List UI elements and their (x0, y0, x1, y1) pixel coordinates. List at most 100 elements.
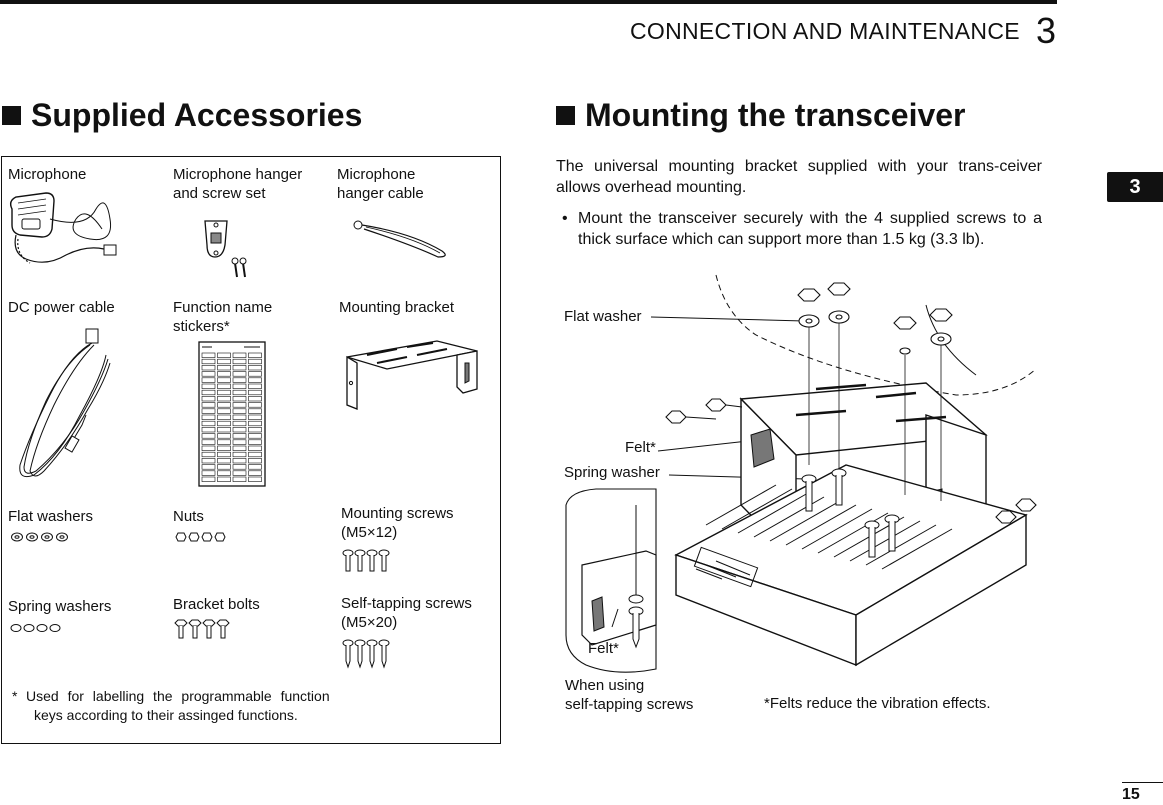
footnote-line2: keys according to their assinged functio… (34, 707, 298, 723)
mounting-screws-illustration (342, 549, 390, 572)
sticker-cell (248, 396, 262, 402)
sticker-cell (232, 433, 247, 439)
top-rule (0, 0, 1057, 4)
sticker-cell (201, 476, 216, 482)
spring-washer-callout: Spring washer (564, 464, 660, 481)
sticker-cell (201, 383, 216, 389)
sticker-cell (232, 377, 247, 383)
microphone-illustration (9, 192, 117, 264)
mounting-bullet: • Mount the transceiver securely with th… (556, 208, 1042, 250)
sticker-cell (248, 476, 262, 482)
sticker-cell (232, 402, 247, 408)
sticker-cell (248, 427, 262, 433)
sticker-cell (201, 420, 216, 427)
sticker-cell (201, 439, 216, 445)
tapping-screws-illustration (342, 639, 390, 669)
cooling-fin (769, 500, 841, 542)
sticker-cell (248, 445, 262, 451)
cooling-fin (705, 484, 777, 526)
mounting-bracket-illustration (346, 340, 478, 410)
sticker-cell (217, 402, 231, 408)
accessories-footnote: * Used for labelling the programmable fu… (12, 687, 376, 725)
sticker-cell (201, 470, 216, 476)
sticker-cell (232, 358, 247, 365)
sticker-cell (217, 383, 231, 389)
sticker-cell (232, 476, 247, 482)
sticker-cell (217, 414, 231, 420)
self-tapping-caption: When using self-tapping screws (565, 676, 693, 714)
dc-cable-label: DC power cable (8, 299, 115, 316)
sticker-cell (248, 352, 262, 358)
sticker-cell (201, 408, 216, 414)
sticker-cell (248, 420, 262, 427)
sticker-cell (248, 371, 262, 377)
mounting-title: Mounting the transceiver (585, 97, 966, 133)
spring-washers-illustration (10, 624, 61, 632)
sticker-cell (232, 470, 247, 476)
sticker-cell (217, 470, 231, 476)
bracket-label: Mounting bracket (339, 299, 455, 316)
sticker-cell (201, 352, 216, 358)
page-number-rule (1122, 782, 1163, 783)
sticker-cell (217, 396, 231, 402)
tapping-screws-label: Self-tapping screws (M5×20) (341, 594, 472, 632)
nuts-illustration (175, 532, 226, 542)
hanger-cable-illustration (353, 220, 446, 258)
accessories-box: Microphone Microphone hanger and screw s… (1, 156, 501, 744)
mounting-screws-label-line2: (M5×12) (341, 524, 398, 541)
cooling-fin (865, 524, 937, 566)
sticker-cell (217, 458, 231, 464)
sticker-cell (232, 451, 247, 458)
hanger-cable-label: Microphone hanger cable (337, 165, 424, 203)
chapter-number: 3 (1036, 10, 1057, 51)
footnote-line1: Used for labelling the programmable func… (26, 688, 330, 704)
sticker-cell (248, 408, 262, 414)
mic-hanger-label-line2: and screw set (173, 185, 266, 202)
stickers-label-line2: stickers* (173, 318, 230, 335)
sticker-cell (201, 427, 216, 433)
tapping-screws-label-line1: Self-tapping screws (341, 595, 472, 612)
sticker-cell (232, 420, 247, 427)
felts-note: *Felts reduce the vibration effects. (764, 695, 991, 712)
dc-cable-illustration (19, 328, 111, 478)
sticker-cell (201, 371, 216, 377)
sticker-cell (232, 371, 247, 377)
mounting-figure: Flat washer Felt* Spring washer Felt* Wh… (556, 265, 1056, 725)
sticker-cell (217, 439, 231, 445)
sticker-cell (232, 408, 247, 414)
sticker-cell (217, 427, 231, 433)
sticker-cell (248, 470, 262, 476)
sticker-cell (201, 464, 216, 470)
mic-hanger-label: Microphone hanger and screw set (173, 165, 302, 203)
running-title: CONNECTION AND MAINTENANCE (630, 18, 1020, 44)
self-tapping-caption-line1: When using (565, 677, 645, 694)
sticker-cell (248, 414, 262, 420)
sticker-cell (201, 433, 216, 439)
sticker-cell (248, 451, 262, 458)
sticker-cell (248, 358, 262, 365)
sticker-cell (248, 377, 262, 383)
sticker-cell (217, 451, 231, 458)
sticker-cell (217, 365, 231, 371)
sticker-cell (201, 358, 216, 365)
felt-callout-lower: Felt* (588, 640, 619, 657)
mic-hanger-label-line1: Microphone hanger (173, 166, 303, 183)
hanger-cable-label-line2: hanger cable (337, 185, 424, 202)
mounting-intro: The universal mounting bracket supplied … (556, 158, 1042, 196)
mounting-screws-label-line1: Mounting screws (341, 505, 454, 522)
heading-square-icon (2, 106, 21, 125)
mic-hanger-illustration (204, 220, 247, 278)
sticker-cell (217, 408, 231, 414)
microphone-label: Microphone (8, 166, 87, 183)
sticker-cell (232, 427, 247, 433)
cooling-fin (881, 528, 953, 570)
sticker-sheet-illustration (198, 341, 266, 487)
page-number: 15 (1122, 786, 1140, 803)
mounting-heading: Mounting the transceiver (556, 97, 966, 134)
supplied-accessories-title: Supplied Accessories (31, 97, 363, 133)
sticker-cell (232, 458, 247, 464)
sticker-cell (248, 464, 262, 470)
mounting-screws-label: Mounting screws (M5×12) (341, 504, 454, 542)
sticker-cell (201, 445, 216, 451)
cooling-fin (785, 504, 857, 546)
